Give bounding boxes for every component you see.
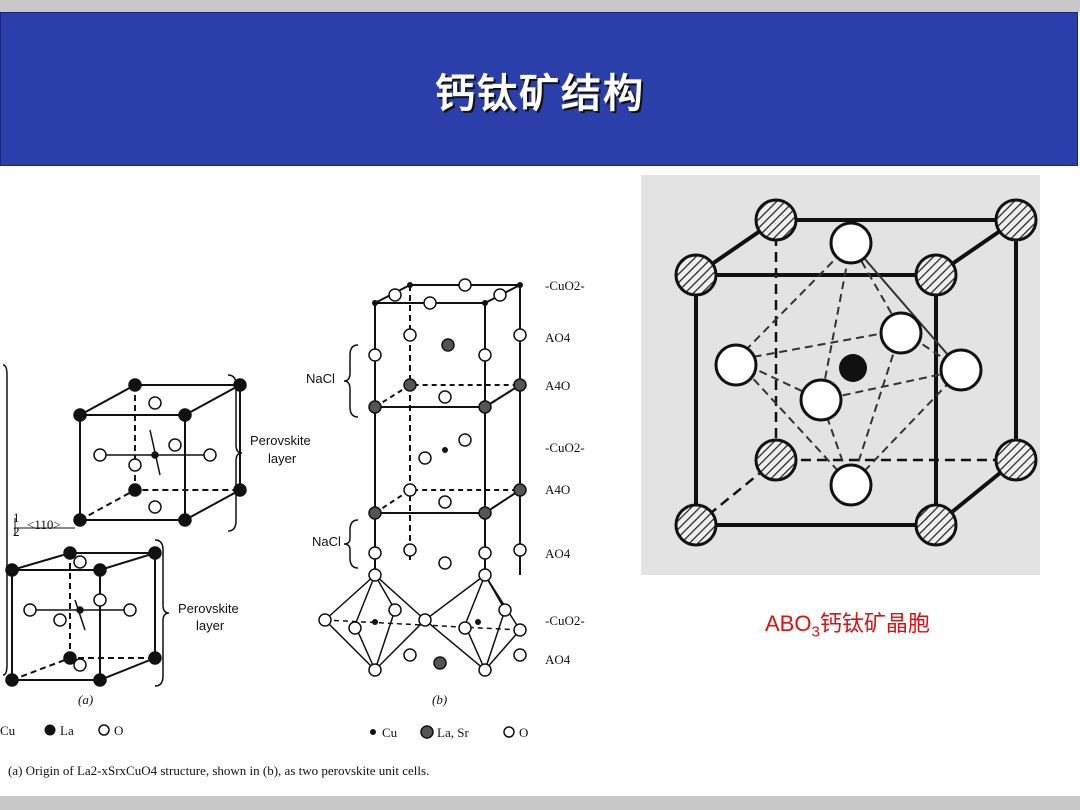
layer-labels: -CuO2- AO4 A4O -CuO2- A4O AO4 -CuO2- AO4: [545, 278, 585, 667]
layer-label: -CuO2-: [545, 440, 585, 455]
legend-a-o: O: [114, 723, 123, 738]
direction-label: <110>: [27, 517, 61, 532]
layer-label: AO4: [545, 652, 571, 667]
perovskite-lower-label-2: layer: [196, 618, 225, 633]
half-denominator: 2: [13, 524, 20, 539]
legend-b-la-sr: La, Sr: [437, 725, 469, 740]
legend-a-cu: Cu: [0, 723, 16, 738]
legend-b-cu: Cu: [382, 725, 398, 740]
caption-main: ABO: [765, 611, 812, 636]
layer-label: A4O: [545, 378, 570, 393]
nacl-label-1: NaCl: [306, 371, 335, 386]
layer-label: AO4: [545, 330, 571, 345]
figure-caption: (a) Origin of La2-xSrxCuO4 structure, sh…: [8, 763, 429, 778]
layer-label: A4O: [545, 482, 570, 497]
legend-a-la: La: [60, 723, 74, 738]
legend-b-o: O: [519, 725, 528, 740]
b-site-atom: [839, 354, 867, 382]
bottom-gray-bar: [0, 796, 1080, 810]
perovskite-upper-label-2: layer: [268, 451, 297, 466]
caption-rest: 钙钛矿晶胞: [819, 611, 930, 636]
perovskite-upper-label-1: Perovskite: [250, 433, 311, 448]
panel-b-label: (b): [432, 692, 447, 707]
la2cuo4-structure-figure: Perovskite layer Perovskite layer 1 2 <1…: [0, 278, 585, 778]
o-legend-icon: [98, 724, 110, 736]
caption-subscript: 3: [811, 623, 820, 641]
unit-cell-caption: ABO3钙钛矿晶胞: [765, 606, 930, 640]
o-legend-icon-b: [503, 726, 515, 738]
perovskite-lower-label-1: Perovskite: [178, 601, 239, 616]
layer-label: -CuO2-: [545, 613, 585, 628]
la-sr-legend-icon: [420, 725, 434, 739]
cu-legend-icon: [370, 729, 376, 735]
title-banner: 钙钛矿结构: [0, 12, 1078, 166]
la-legend-icon: [44, 724, 56, 736]
panel-a-label: (a): [78, 692, 93, 707]
layer-label: AO4: [545, 546, 571, 561]
layer-label: -CuO2-: [545, 278, 585, 293]
abo3-unit-cell-figure: [641, 175, 1040, 575]
slide-title: 钙钛矿结构: [435, 71, 645, 117]
nacl-label-2: NaCl: [312, 534, 341, 549]
half-numerator: 1: [13, 510, 20, 525]
top-gray-bar: [0, 0, 1080, 12]
